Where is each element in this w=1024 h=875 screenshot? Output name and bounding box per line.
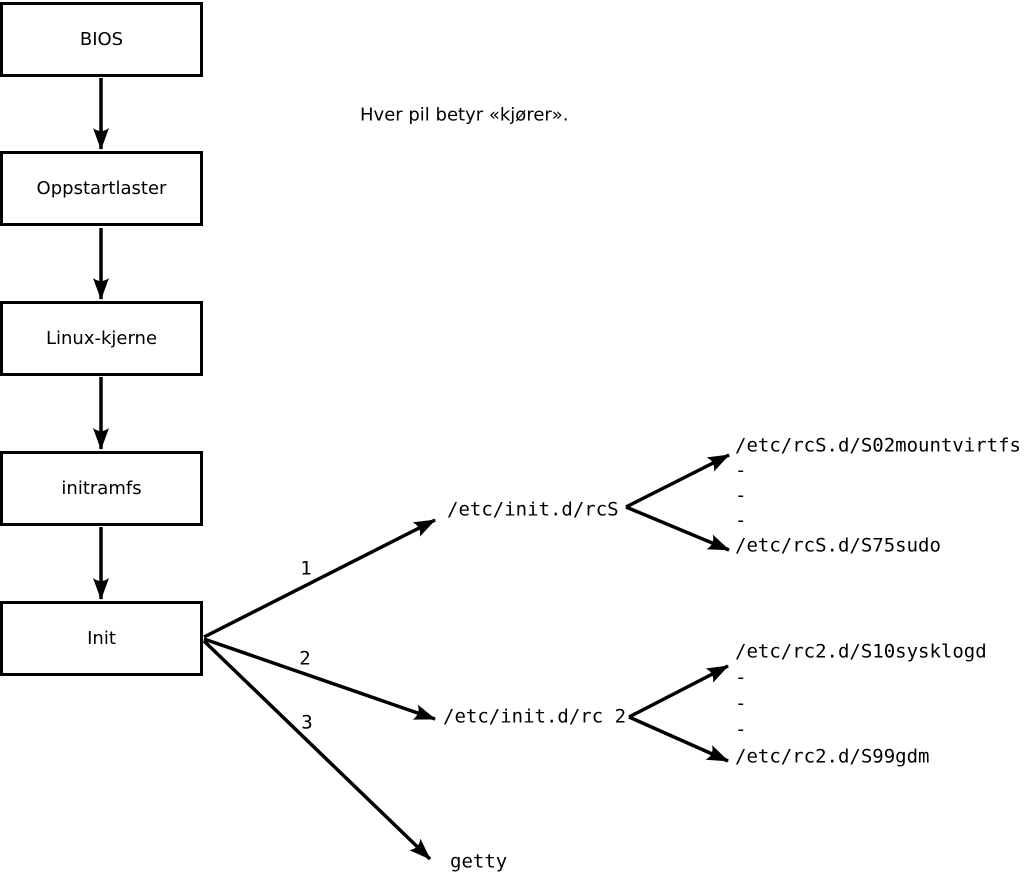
note-text: Hver pil betyr «kjører». [360,104,569,126]
flow-box-label: initramfs [61,478,142,499]
arrow-rc2-to-s99gdm [628,715,729,763]
flow-box-bios: BIOS [0,2,203,77]
flow-box-label: Init [87,628,116,649]
branch-target-getty: getty [450,850,508,873]
branch-number-2: 2 [299,647,311,670]
flow-box-oppstartlaster: Oppstartlaster [0,151,203,226]
arrow-init-to-rcs [203,518,436,639]
script-list-item: /etc/rc2.d/S99gdm [735,745,930,768]
flow-box-label: Linux-kjerne [45,328,158,349]
arrow-rc2-to-s10sysklogd [628,664,729,719]
flow-box-initramfs: initramfs [0,451,203,526]
branch-number-1: 1 [300,557,312,580]
script-list-item: - [735,509,747,532]
arrow-rcs-to-s75sudo [625,505,730,552]
script-list-item: /etc/rcS.d/S75sudo [735,534,941,557]
branch-number-3: 3 [301,711,313,734]
arrow-rcs-to-s02mountvirtfs [625,453,730,509]
script-list-item: /etc/rc2.d/S10sysklogd [735,640,987,663]
script-list-item: - [735,459,747,482]
branch-target-rc2: /etc/init.d/rc 2 [443,705,627,728]
script-list-item: /etc/rcS.d/S02mountvirtfs [735,434,1021,457]
arrow-init-to-getty [202,639,432,861]
script-list-item: - [735,666,747,689]
flow-box-label: Oppstartlaster [36,178,167,199]
arrow-init-to-rc2 [203,637,436,721]
branch-target-rcs: /etc/init.d/rcS [447,498,619,521]
script-list-item: - [735,718,747,741]
flow-box-label: BIOS [79,29,124,50]
script-list-item: - [735,692,747,715]
flow-box-init: Init [0,601,203,676]
script-list-item: - [735,484,747,507]
flow-box-linux-kjerne: Linux-kjerne [0,301,203,376]
